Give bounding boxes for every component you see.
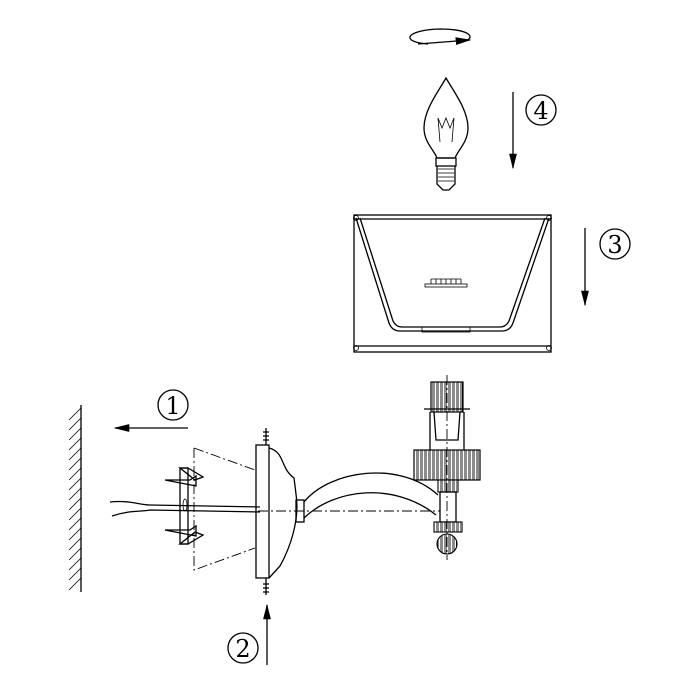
candle-bulb [423, 76, 469, 191]
step-2-label: 2 [235, 635, 250, 663]
supply-wires [109, 500, 261, 517]
lamp-shade [353, 214, 552, 353]
socket-assembly [413, 375, 481, 560]
wall [68, 405, 82, 592]
step-1-label: 1 [165, 392, 180, 420]
bracket-projection [193, 447, 256, 571]
wall-canopy [255, 428, 440, 595]
step-1-circle [157, 389, 189, 421]
lamp-arm [303, 472, 439, 519]
step-3-circle [599, 228, 631, 260]
step-2-circle [227, 632, 259, 664]
step-4-circle [525, 94, 557, 126]
step-3-label: 3 [607, 231, 622, 259]
rotate-arrow-icon [409, 28, 472, 45]
mounting-bracket [164, 467, 205, 545]
step-4-label: 4 [533, 97, 548, 125]
